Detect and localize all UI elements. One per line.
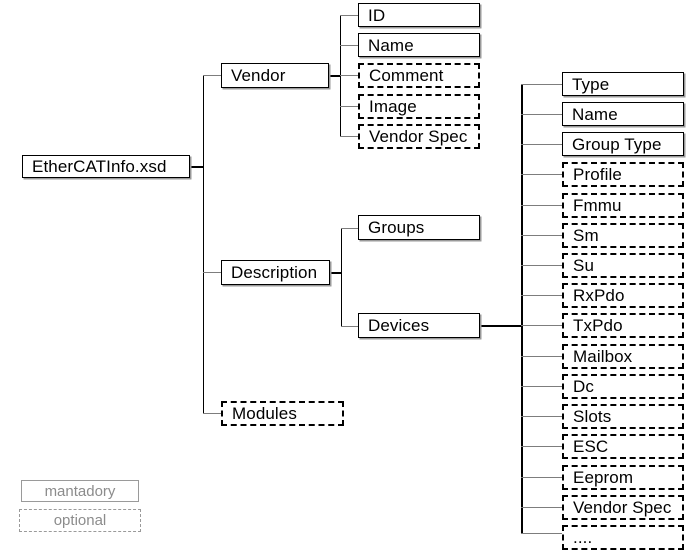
connector-to-type [521,84,563,85]
legend-mandatory: mantadory [21,480,139,502]
connector-to-vendor [203,75,222,76]
node-device-mailbox[interactable]: Mailbox [562,344,684,369]
connector-to-dev-vendor-spec [521,507,563,508]
connector-root-trunk [203,75,204,413]
connector-vendor-stub [329,75,341,77]
node-device-ellipsis[interactable]: .... [562,525,684,550]
node-device-rxpdo[interactable]: RxPdo [562,283,684,308]
node-devices[interactable]: Devices [358,313,480,338]
node-device-group-type[interactable]: Group Type [562,132,684,156]
connector-to-ellipsis [521,533,563,534]
node-device-name[interactable]: Name [562,102,684,126]
connector-devices-trunk [521,84,523,533]
node-modules[interactable]: Modules [221,401,344,426]
node-device-fmmu[interactable]: Fmmu [562,193,684,218]
connector-to-devices [341,326,359,327]
connector-to-id [340,15,359,16]
node-vendor-name[interactable]: Name [358,33,480,57]
connector-to-comment [340,75,359,76]
node-device-txpdo[interactable]: TxPdo [562,313,684,338]
connector-to-modules [203,413,222,414]
connector-devices-stub [480,325,522,327]
connector-to-eeprom [521,477,563,478]
legend-optional: optional [19,509,141,532]
node-vendor-image[interactable]: Image [358,94,480,119]
connector-to-group-type [521,144,563,145]
node-description[interactable]: Description [221,260,330,285]
connector-to-su [521,265,563,266]
connector-root-stub [190,166,204,168]
node-device-dc[interactable]: Dc [562,374,684,399]
node-vendor-spec[interactable]: Vendor Spec [358,124,480,149]
node-device-sm[interactable]: Sm [562,223,684,248]
connector-description-trunk [341,228,342,326]
node-device-eeprom[interactable]: Eeprom [562,465,684,490]
connector-to-mailbox [521,356,563,357]
connector-to-esc [521,446,563,447]
node-device-type[interactable]: Type [562,72,684,96]
connector-to-profile [521,174,563,175]
connector-to-fmmu [521,205,563,206]
connector-to-vendor-spec [340,136,359,137]
node-groups[interactable]: Groups [358,215,480,240]
node-device-slots[interactable]: Slots [562,404,684,429]
connector-to-name [340,45,359,46]
connector-to-sm [521,235,563,236]
node-vendor-comment[interactable]: Comment [358,63,480,88]
node-device-vendor-spec[interactable]: Vendor Spec [562,495,684,520]
node-root[interactable]: EtherCATInfo.xsd [22,155,190,178]
node-vendor-id[interactable]: ID [358,3,480,27]
node-device-su[interactable]: Su [562,253,684,278]
connector-description-stub [330,272,342,274]
connector-to-txpdo [521,325,563,326]
connector-to-groups [341,228,359,229]
node-vendor[interactable]: Vendor [221,63,329,88]
node-device-esc[interactable]: ESC [562,434,684,459]
node-device-profile[interactable]: Profile [562,162,684,187]
connector-to-description [203,272,222,273]
connector-to-image [340,106,359,107]
connector-to-slots [521,416,563,417]
connector-to-dev-name [521,114,563,115]
connector-to-rxpdo [521,295,563,296]
connector-to-dc [521,386,563,387]
